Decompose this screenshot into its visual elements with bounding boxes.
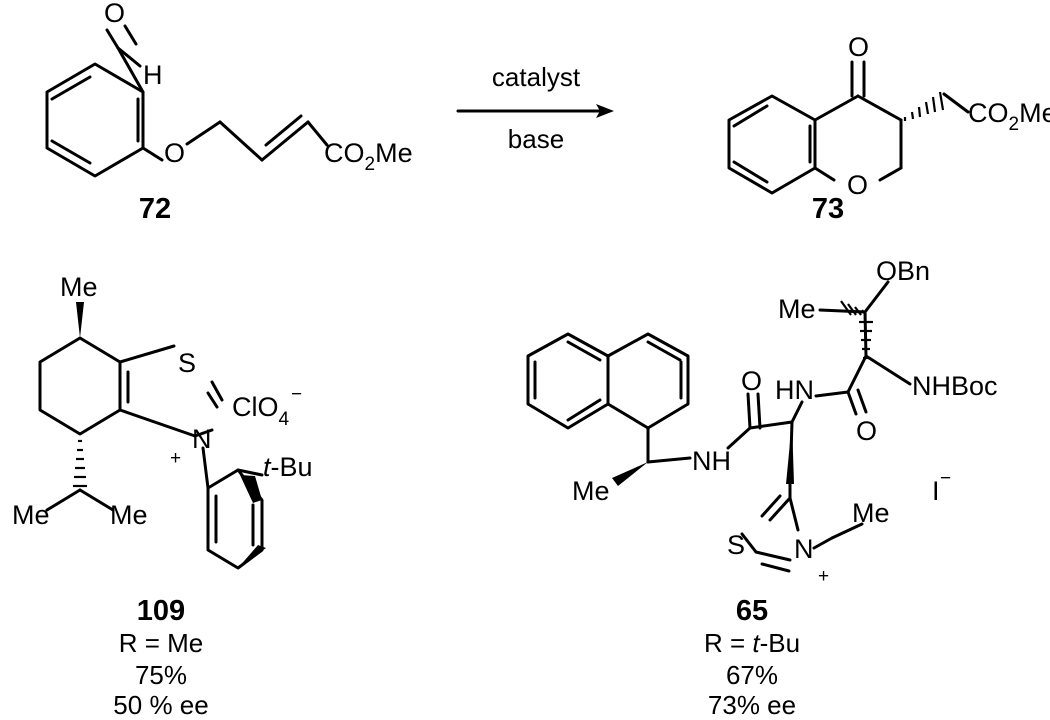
catalyst-65-r-rest: -Bu: [760, 628, 800, 658]
catalyst-109-r-line: R = Me: [119, 628, 204, 658]
reactant-72: O H O CO2Me 72: [45, 0, 413, 225]
catalyst-109-anion-sub: 4: [279, 409, 290, 430]
reactant-label: 72: [139, 193, 171, 225]
catalyst-109-anion-charge: −: [291, 384, 302, 405]
catalyst-109-nitrogen: N: [192, 424, 212, 454]
catalyst-109-ipr-right: Me: [110, 500, 148, 530]
catalyst-65-hn: HN: [775, 375, 814, 405]
product-ester-sub: 2: [1009, 114, 1020, 135]
catalyst-109-bonds: [38, 336, 264, 570]
catalyst-65-iodide: I: [932, 476, 940, 506]
catalyst-65-me-top: Me: [778, 294, 816, 324]
catalyst-65-me-left: Me: [572, 476, 610, 506]
catalyst-109-yield: 75%: [135, 660, 187, 690]
catalyst-65-residue-wedge: [786, 422, 794, 484]
catalyst-109-aryl-wedge: [240, 475, 262, 503]
catalyst-65-bonds: [526, 280, 912, 573]
catalyst-109-ipr-left: Me: [12, 500, 50, 530]
catalyst-109-tbu-rest: -Bu: [271, 452, 313, 482]
catalyst-109-methyl: Me: [60, 272, 98, 302]
product-ketone-O: O: [848, 32, 869, 62]
catalyst-65-iodide-charge: −: [940, 468, 951, 489]
catalyst-65-r-line: R = t-Bu: [704, 628, 800, 658]
catalyst-109-cation-charge: +: [170, 448, 181, 469]
product-ester-me: Me: [1019, 98, 1050, 128]
catalyst-65-obn: OBn: [876, 256, 930, 286]
catalyst-109-anion-formula: ClO: [232, 392, 279, 422]
catalyst-65-nitrogen: N: [794, 534, 814, 564]
catalyst-109-r-value: Me: [167, 628, 203, 658]
catalyst-65-r-label: R =: [704, 628, 752, 658]
catalyst-65-yield: 67%: [726, 660, 778, 690]
product-73: O O CO2Me 73: [727, 32, 1050, 225]
catalyst-109-hashed-wedge: [73, 439, 87, 488]
product-ring-O: O: [847, 170, 868, 200]
catalyst-109-r-label: R =: [119, 628, 167, 658]
reactant-aldehyde-H: H: [143, 60, 163, 90]
catalyst-65-cation-charge: +: [818, 566, 829, 587]
reactant-ester-sub: 2: [365, 154, 376, 175]
condition-catalyst: catalyst: [492, 62, 581, 92]
catalyst-65-nh: NH: [692, 446, 731, 476]
reactant-ester-group: CO2Me: [324, 138, 413, 175]
catalyst-65-methyl-wedge: [612, 462, 648, 486]
catalyst-65-r-t: t: [752, 628, 761, 658]
catalyst-109-methyl-wedge: [76, 302, 84, 338]
catalyst-65-sulfur: S: [727, 530, 745, 560]
catalyst-109-tbu: t-Bu: [263, 452, 313, 482]
product-bonds: [727, 60, 970, 195]
catalyst-109-anion: ClO4: [232, 392, 290, 430]
reactant-ester-me: Me: [375, 138, 413, 168]
catalyst-109-label: 109: [137, 595, 185, 627]
catalyst-65-amide-o-right: O: [856, 416, 877, 446]
catalyst-65-ethyl-me: Me: [852, 498, 890, 528]
reactant-ester-co: CO: [324, 138, 365, 168]
catalyst-65-hashed-wedges: [840, 300, 873, 360]
catalyst-65-ee: 73% ee: [708, 690, 796, 720]
product-label: 73: [812, 193, 844, 225]
catalyst-65: OBn Me NHBoc O HN O NH Me I − S N + Me 6…: [526, 256, 998, 720]
catalyst-65-nhboc: NHBoc: [912, 371, 998, 401]
product-ester-group: CO2Me: [968, 98, 1050, 135]
reactant-ether-O: O: [164, 138, 185, 168]
catalyst-109-sulfur: S: [178, 348, 196, 378]
condition-base: base: [508, 124, 564, 154]
reaction-arrow: [456, 104, 614, 118]
product-ester-co: CO: [968, 98, 1009, 128]
product-hashed-wedge: [903, 91, 945, 121]
catalyst-65-amide-o-left: O: [741, 366, 762, 396]
reactant-bonds: [45, 24, 329, 178]
catalyst-109-ring-wedge: [238, 545, 266, 568]
catalyst-109-ee: 50 % ee: [113, 690, 208, 720]
reactant-aldehyde-O: O: [104, 0, 125, 28]
catalyst-109: Me S ClO4 − N + t-Bu Me Me 109 R = Me 75…: [12, 272, 313, 720]
catalyst-65-label: 65: [736, 595, 768, 627]
catalyst-109-tbu-t: t: [263, 452, 272, 482]
